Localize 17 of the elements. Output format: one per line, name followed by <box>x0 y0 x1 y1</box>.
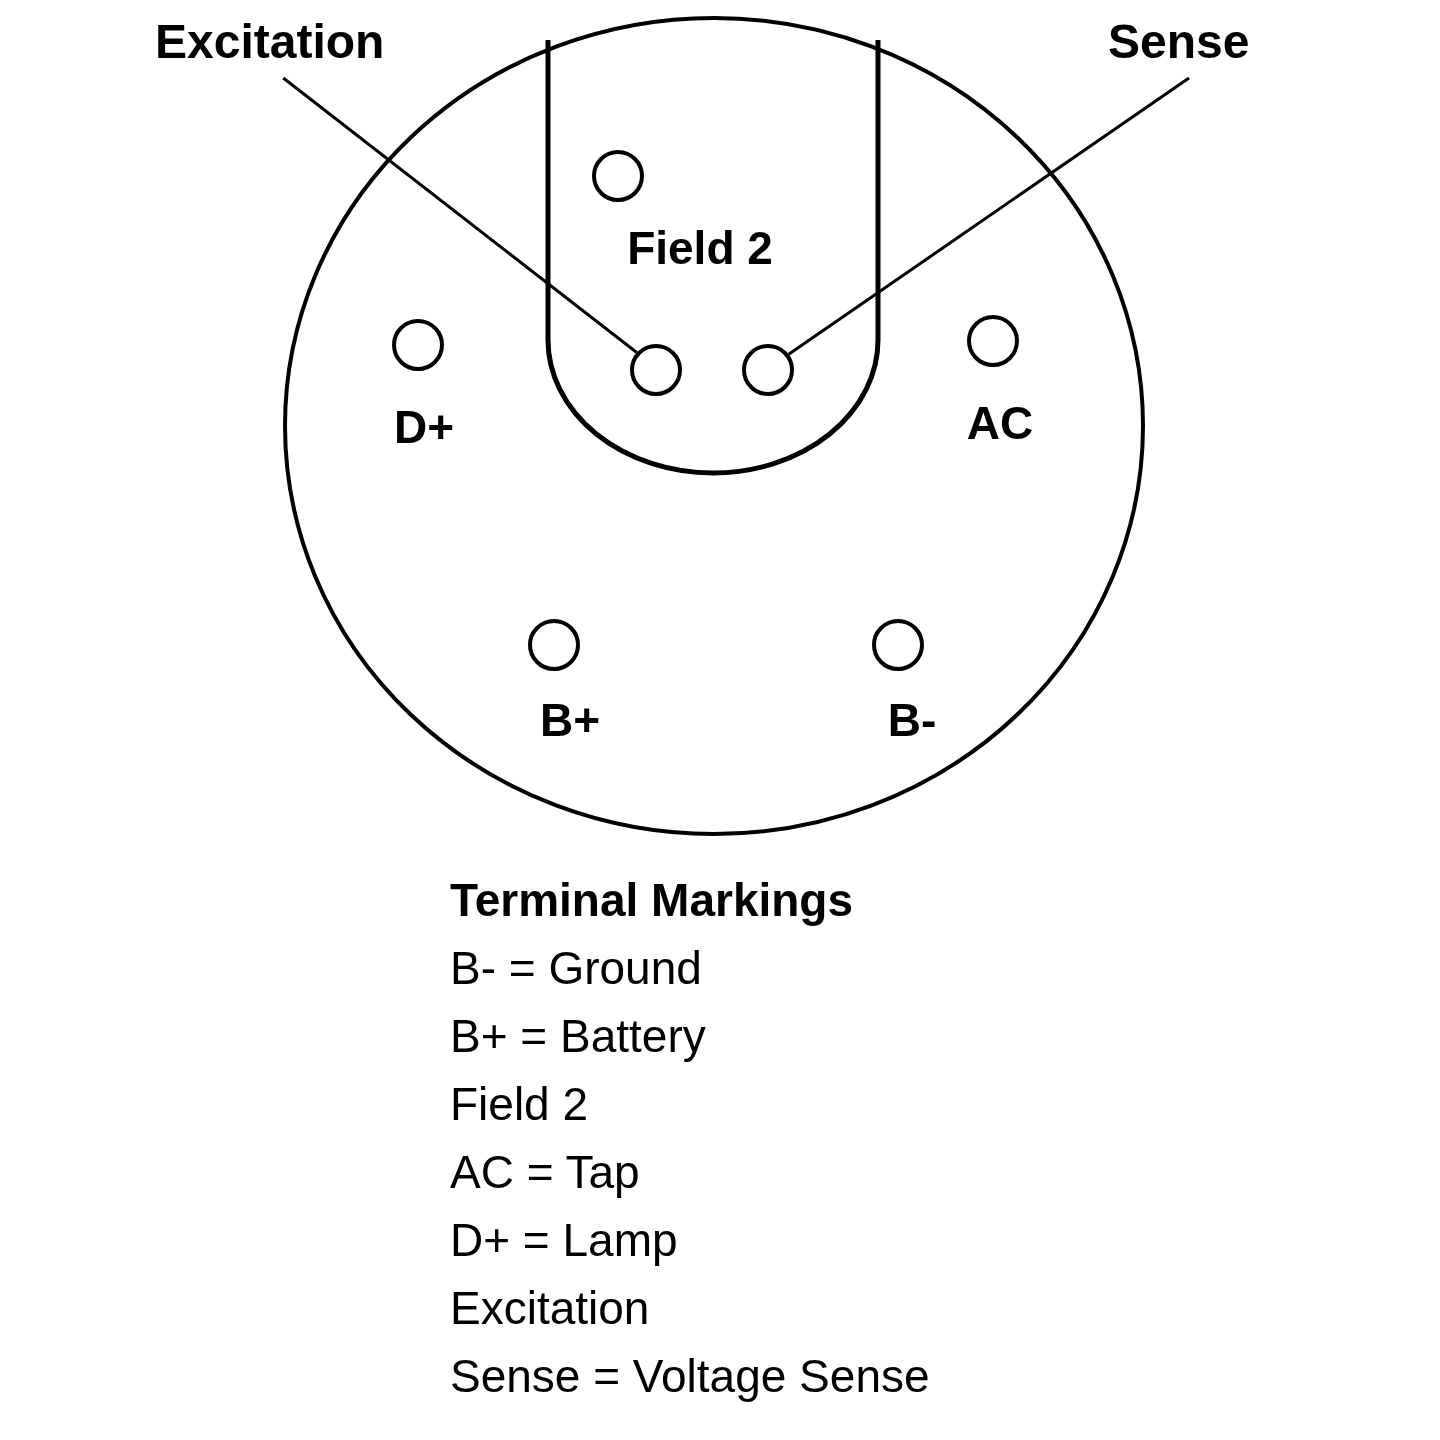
legend-entry: B+ = Battery <box>450 1009 707 1064</box>
legend-entry: Sense = Voltage Sense <box>450 1349 930 1404</box>
legend-entry: D+ = Lamp <box>450 1213 679 1268</box>
leader-line <box>282 76 638 354</box>
legend-entry: Excitation <box>450 1281 651 1336</box>
terminal-name: Excitation <box>155 14 386 70</box>
leader-line <box>787 76 1190 356</box>
terminal-label: B- <box>887 694 937 746</box>
terminal-name: Sense <box>1108 14 1251 70</box>
legend-entry: B- = Ground <box>450 941 703 996</box>
legend-entry: AC = Tap <box>450 1145 641 1200</box>
terminal-label: B+ <box>539 694 601 746</box>
terminal-label: Field 2 <box>627 222 773 274</box>
terminal-label: AC <box>966 397 1034 449</box>
terminal-label: D+ <box>393 401 455 453</box>
legend-heading: Terminal Markings <box>450 873 855 928</box>
legend-entry: Field 2 <box>450 1077 590 1132</box>
